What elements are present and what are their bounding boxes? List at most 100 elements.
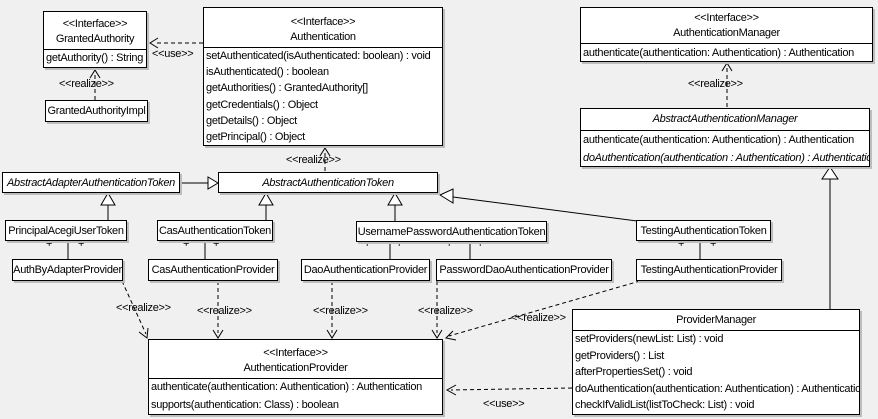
realize-label: <<realize>> bbox=[688, 78, 743, 90]
class-testing-authentication-token: TestingAuthenticationToken bbox=[636, 220, 771, 241]
class-name: AuthenticationManager bbox=[673, 27, 780, 39]
arrowhead-up-icon bbox=[319, 147, 331, 157]
arrowhead-up-icon bbox=[721, 62, 733, 72]
class-name: TestingAuthenticationProvider bbox=[640, 264, 778, 276]
arrowhead-down-icon bbox=[212, 329, 224, 339]
method: getDetails() : Object bbox=[206, 114, 297, 127]
generalization-triangles bbox=[100, 166, 839, 206]
realize-label: <<realize>> bbox=[286, 154, 341, 166]
compartment-divider bbox=[581, 130, 869, 131]
class-abstract-adapter-authentication-token: AbstractAdapterAuthenticationToken bbox=[2, 172, 180, 193]
use-providermanager-authenticationprovider bbox=[450, 387, 573, 391]
class-name: UsernamePasswordAuthenticationToken bbox=[357, 225, 546, 238]
realize-testing-provider bbox=[448, 280, 641, 337]
compartment-divider bbox=[149, 378, 442, 379]
class-authentication-manager: <<Interface>> AuthenticationManager auth… bbox=[580, 7, 873, 62]
dashed-dependency-lines bbox=[94, 42, 728, 391]
stereotype: <<Interface>> bbox=[290, 16, 356, 28]
use-label: <<use>> bbox=[483, 398, 525, 410]
triangle-up-icon bbox=[258, 192, 274, 206]
arrowhead-down-icon bbox=[138, 327, 149, 339]
arrowhead-down-left-icon bbox=[444, 330, 457, 341]
plus-adornment: + bbox=[46, 238, 53, 250]
realize-label: <<realize>> bbox=[313, 305, 368, 317]
realize-label: <<realize>> bbox=[511, 312, 566, 324]
class-authentication-provider: <<Interface>> AuthenticationProvider aut… bbox=[148, 339, 443, 415]
plus-adornment: + bbox=[477, 238, 484, 250]
stereotype: <<Interface>> bbox=[694, 12, 759, 24]
class-name: AuthByAdapterProvider bbox=[13, 264, 122, 276]
arrowhead-down-icon bbox=[326, 329, 338, 339]
class-name: AbstractAuthenticationManager bbox=[652, 113, 798, 125]
realize-label: <<realize>> bbox=[116, 302, 171, 314]
compartment-divider bbox=[573, 330, 859, 331]
plus-adornment: + bbox=[446, 238, 453, 250]
class-name: DaoAuthenticationProvider bbox=[303, 264, 428, 276]
plus-adornment: + bbox=[710, 238, 717, 250]
realize-label: <<realize>> bbox=[197, 305, 252, 317]
method: authenticate(authentication: Authenticat… bbox=[151, 381, 422, 393]
class-name: TestingAuthenticationToken bbox=[640, 224, 767, 237]
class-abstract-authentication-token: AbstractAuthenticationToken bbox=[218, 172, 438, 193]
arrowhead-up-icon bbox=[89, 69, 101, 79]
plus-adornment: + bbox=[183, 238, 190, 250]
compartment-divider bbox=[44, 49, 146, 50]
class-principal-acegi-user-token: PrincipalAcegiUserToken bbox=[5, 220, 127, 241]
realize-label: <<realize>> bbox=[59, 78, 114, 90]
method: supports(authentication: Class) : boolea… bbox=[151, 398, 339, 411]
association-lines bbox=[67, 241, 701, 259]
compartment-divider bbox=[204, 47, 442, 48]
plus-adornment: + bbox=[678, 238, 685, 250]
class-name: CasAuthenticationToken bbox=[158, 224, 272, 237]
open-arrowheads bbox=[89, 37, 733, 396]
class-name: GrantedAuthority bbox=[55, 33, 135, 45]
plus-adornment: + bbox=[364, 238, 371, 250]
class-cas-authentication-token: CasAuthenticationToken bbox=[157, 220, 273, 241]
realize-authbyadapter bbox=[121, 280, 147, 335]
gen-testing-to-abstract-token bbox=[452, 196, 638, 222]
class-abstract-authentication-manager: AbstractAuthenticationManager authentica… bbox=[580, 108, 870, 167]
class-name: PrincipalAcegiUserToken bbox=[8, 224, 124, 237]
class-name: CasAuthenticationProvider bbox=[151, 264, 275, 276]
class-dao-authentication-provider: DaoAuthenticationProvider bbox=[301, 259, 430, 281]
method: isAuthenticated() : boolean bbox=[206, 66, 329, 79]
method: authenticate(authentication: Authenticat… bbox=[583, 134, 854, 146]
triangle-right-icon bbox=[207, 176, 219, 190]
method: afterPropertiesSet() : void bbox=[575, 366, 693, 379]
plus-adornment: + bbox=[78, 238, 85, 250]
method: setAuthenticated(isAuthenticated: boolea… bbox=[206, 50, 431, 62]
class-name: AbstractAdapterAuthenticationToken bbox=[7, 176, 175, 189]
arrowhead-left-icon bbox=[445, 384, 457, 396]
realize-label: <<realize>> bbox=[418, 305, 473, 317]
class-name: ProviderManager bbox=[676, 314, 756, 326]
class-name: PasswordDaoAuthenticationProvider bbox=[439, 264, 609, 276]
triangle-left-icon bbox=[438, 188, 454, 204]
method: doAuthentication(authentication : Authen… bbox=[583, 152, 869, 164]
stereotype: <<Interface>> bbox=[263, 347, 328, 359]
class-name: Authentication bbox=[290, 31, 356, 43]
method: getCredentials() : Object bbox=[206, 98, 318, 111]
arrowhead-left-icon bbox=[149, 37, 159, 49]
class-granted-authority-impl: GrantedAuthorityImpl bbox=[45, 100, 148, 122]
class-username-password-authentication-token: UsernamePasswordAuthenticationToken bbox=[356, 221, 547, 242]
class-cas-authentication-provider: CasAuthenticationProvider bbox=[148, 259, 278, 281]
stereotype: <<Interface>> bbox=[62, 18, 128, 30]
class-authentication: <<Interface>> Authentication setAuthenti… bbox=[203, 7, 443, 146]
triangle-up-icon bbox=[821, 166, 839, 180]
method: getAuthority() : String bbox=[46, 52, 144, 64]
plus-adornment: + bbox=[213, 238, 220, 250]
class-name: GrantedAuthorityImpl bbox=[47, 105, 146, 117]
class-name: AuthenticationProvider bbox=[243, 362, 348, 374]
class-testing-authentication-provider: TestingAuthenticationProvider bbox=[636, 259, 782, 281]
class-granted-authority: <<Interface>> GrantedAuthority getAuthor… bbox=[43, 11, 147, 68]
use-label: <<use>> bbox=[152, 48, 194, 60]
method: getPrincipal() : Object bbox=[206, 130, 305, 143]
method: authenticate(authentication: Authenticat… bbox=[583, 47, 854, 59]
plus-adornment: + bbox=[396, 238, 403, 250]
triangle-up-icon bbox=[387, 192, 403, 206]
class-name: AbstractAuthenticationToken bbox=[262, 176, 394, 189]
method: doAuthentication(authentication: Authent… bbox=[575, 382, 859, 395]
method: getAuthorities() : GrantedAuthority[] bbox=[206, 82, 368, 95]
method: setProviders(newList: List) : void bbox=[575, 333, 724, 345]
